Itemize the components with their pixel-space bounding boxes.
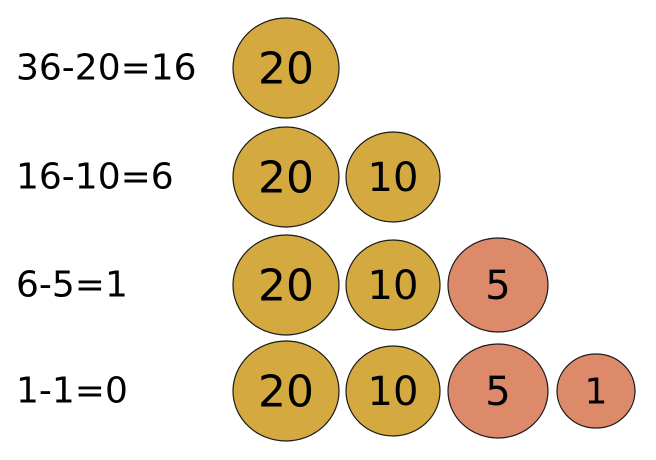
coin-copper-disc bbox=[447, 343, 549, 439]
equation-label: 36-20=16 bbox=[16, 48, 197, 89]
coin-10: 10 bbox=[345, 131, 441, 223]
coin-20: 20 bbox=[232, 17, 340, 119]
coin-gold-disc bbox=[232, 234, 340, 336]
coin-value-label: 5 bbox=[485, 369, 510, 415]
coin-value-label: 5 bbox=[485, 263, 510, 309]
coin-gold-disc bbox=[232, 17, 340, 119]
coin-20: 20 bbox=[232, 234, 340, 336]
coin-gold-disc bbox=[345, 345, 441, 437]
coin-1: 1 bbox=[556, 353, 636, 429]
coin-value-label: 10 bbox=[368, 263, 419, 309]
coin-5: 5 bbox=[447, 237, 549, 333]
equation-label: 1-1=0 bbox=[16, 371, 128, 412]
coin-value-label: 20 bbox=[258, 261, 314, 312]
coin-copper-disc bbox=[447, 237, 549, 333]
coin-gold-disc bbox=[345, 131, 441, 223]
coin-20: 20 bbox=[232, 340, 340, 442]
coin-gold-disc bbox=[232, 340, 340, 442]
coin-value-label: 1 bbox=[585, 372, 608, 413]
coin-value-label: 20 bbox=[258, 367, 314, 418]
equation-label: 16-10=6 bbox=[16, 157, 174, 198]
coin-5: 5 bbox=[447, 343, 549, 439]
equation-label: 6-5=1 bbox=[16, 265, 128, 306]
coin-20: 20 bbox=[232, 126, 340, 228]
coin-10: 10 bbox=[345, 345, 441, 437]
row-1: 36-20=16 20 bbox=[16, 17, 340, 119]
coin-value-label: 20 bbox=[258, 44, 314, 95]
coin-value-label: 20 bbox=[258, 153, 314, 204]
coin-10: 10 bbox=[345, 239, 441, 331]
coin-value-label: 10 bbox=[368, 369, 419, 415]
coin-gold-disc bbox=[232, 126, 340, 228]
coin-gold-disc bbox=[345, 239, 441, 331]
coin-value-label: 10 bbox=[368, 155, 419, 201]
row-4: 1-1=0 20 10 5 1 bbox=[16, 340, 636, 442]
coin-copper-disc bbox=[556, 353, 636, 429]
row-2: 16-10=6 20 10 bbox=[16, 126, 441, 228]
row-3: 6-5=1 20 10 5 bbox=[16, 234, 549, 336]
